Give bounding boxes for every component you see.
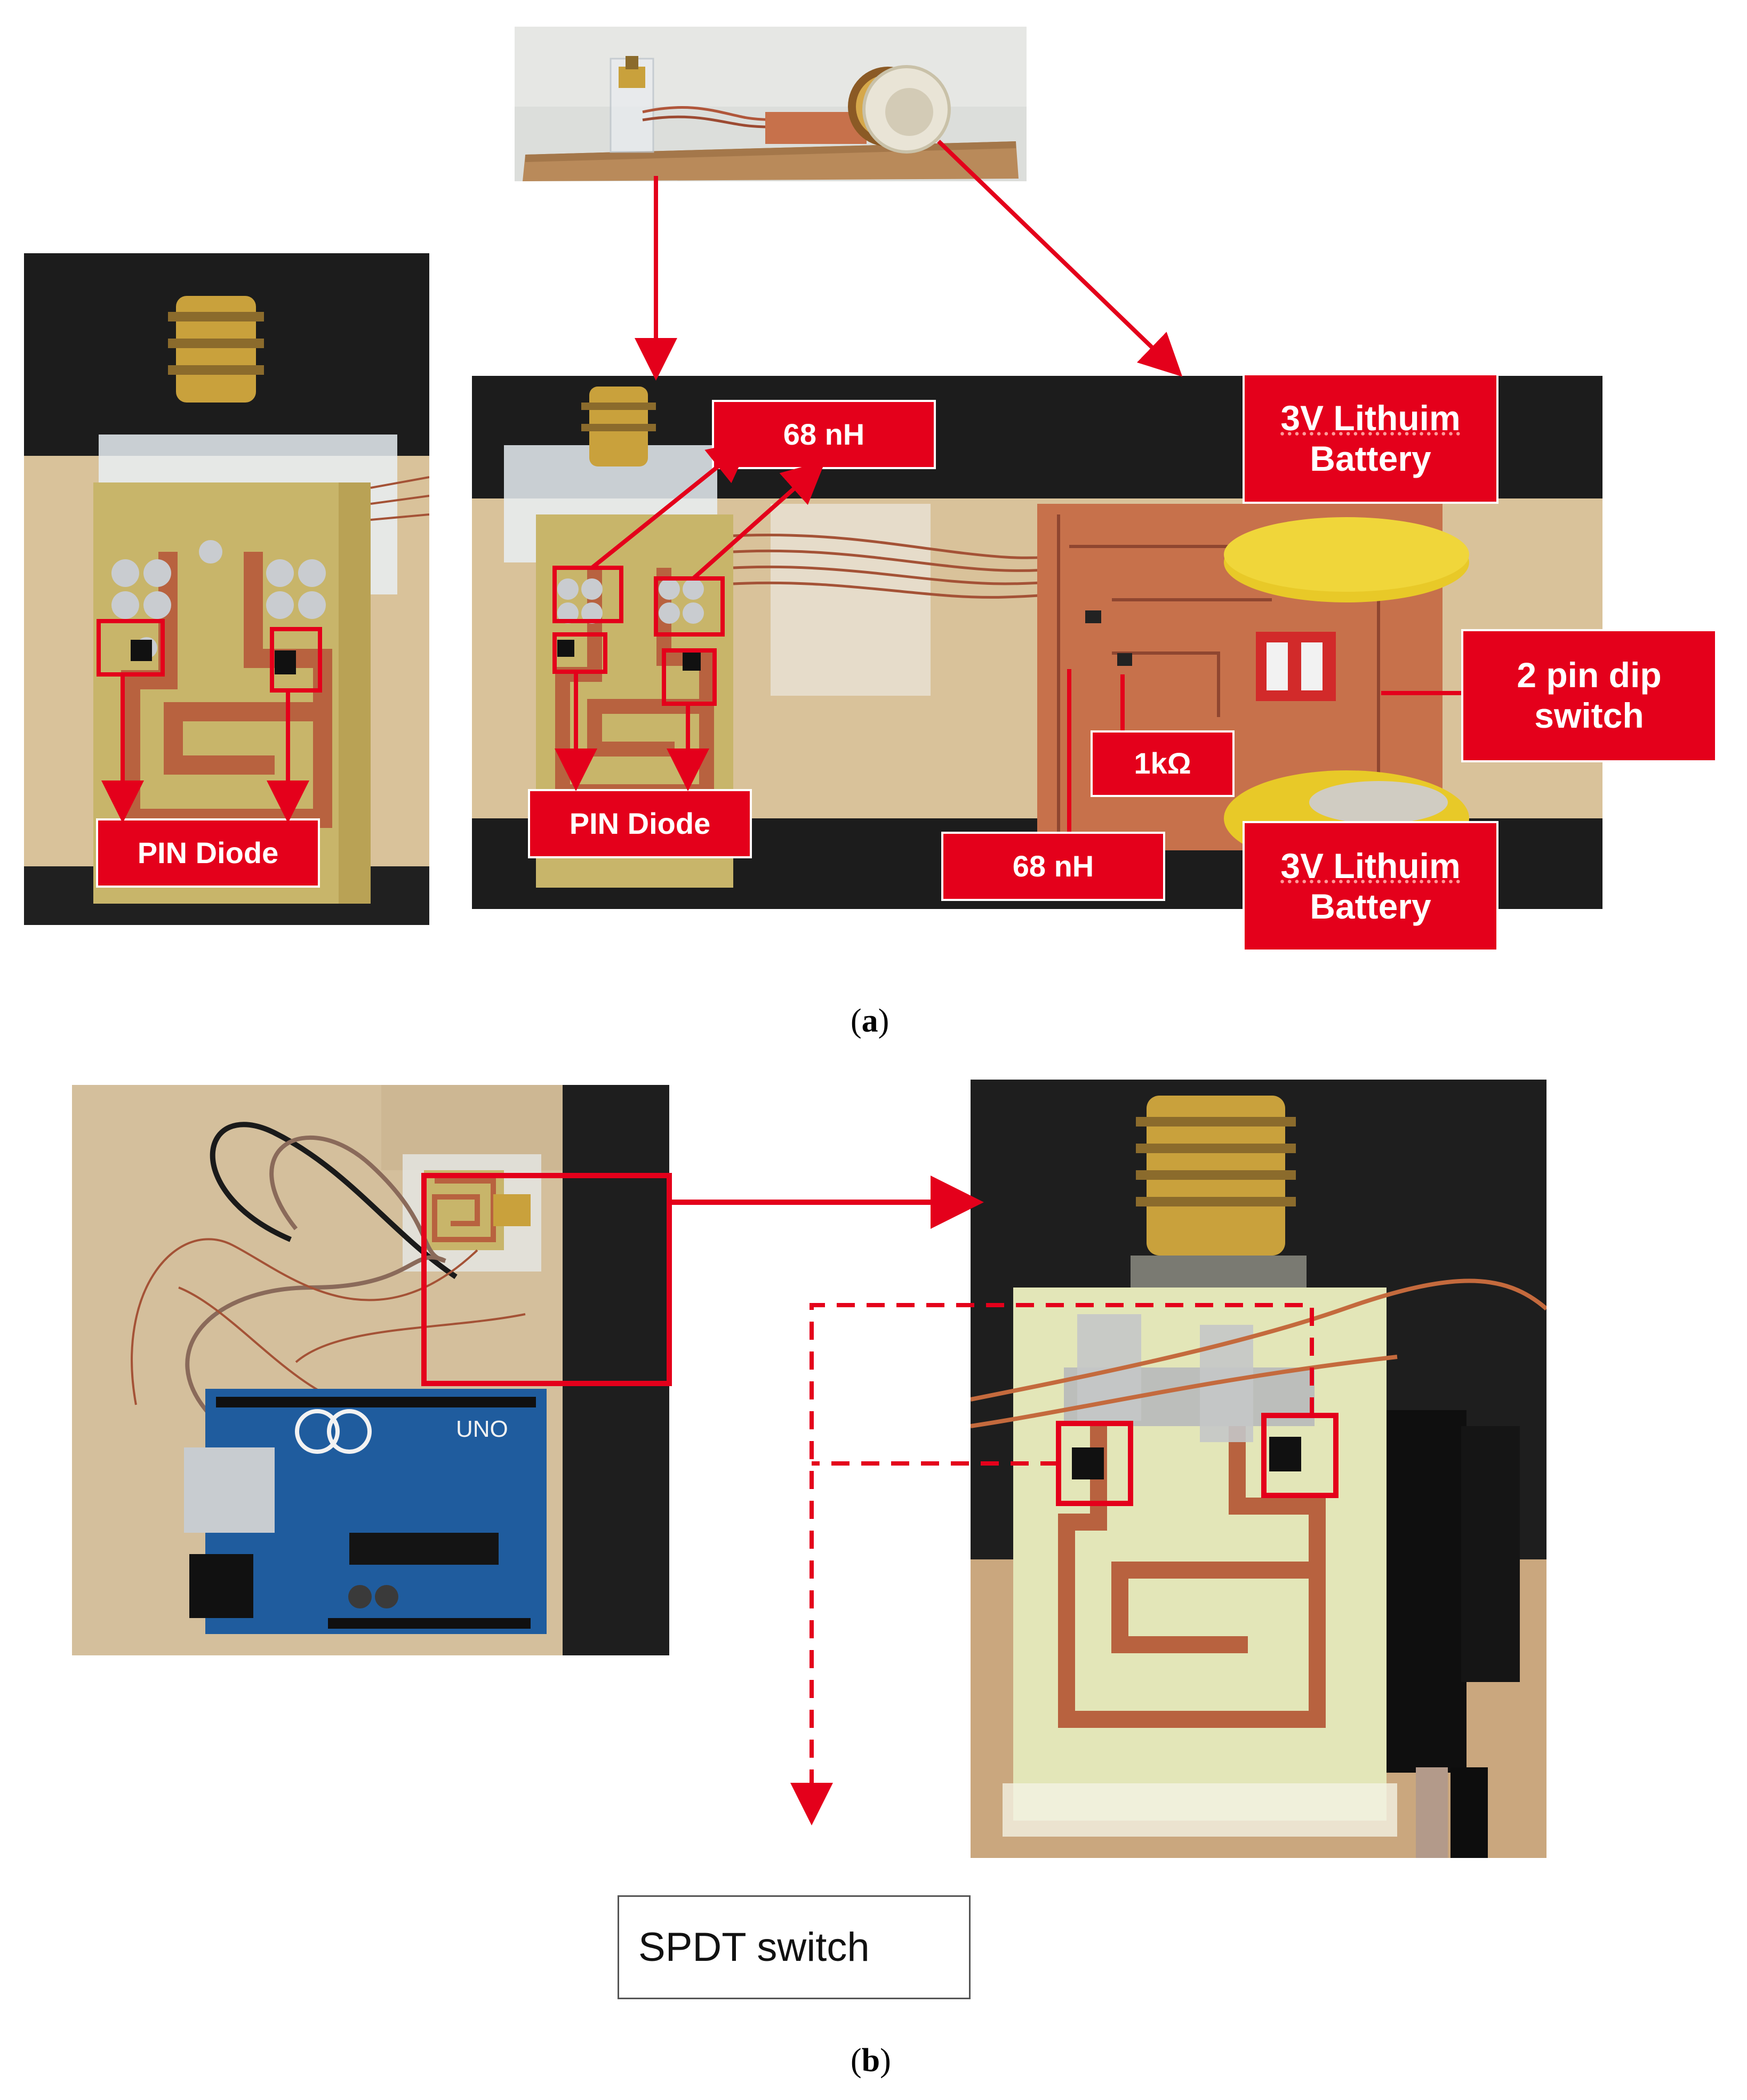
inductor-label-bottom: 68 nH <box>941 832 1165 901</box>
inductor-label-top: 68 nH <box>712 400 936 469</box>
battery-label-top-line2: Battery <box>1310 438 1431 478</box>
prototype-overview-photo <box>515 27 1027 181</box>
battery-label-top-line1: 3V Lithuim <box>1280 398 1461 438</box>
dip-switch-label-line2: switch <box>1534 696 1644 735</box>
spdt-closeup-photo <box>971 1080 1546 1858</box>
antenna-closeup-photo <box>24 253 429 925</box>
dip-switch-label-line1: 2 pin dip <box>1517 655 1662 695</box>
dip-switch-label: 2 pin dip switch <box>1461 629 1717 762</box>
spdt-switch-label: SPDT switch <box>618 1895 971 1999</box>
battery-label-top: 3V Lithuim Battery <box>1243 373 1498 504</box>
battery-label-bottom: 3V Lithuim Battery <box>1243 821 1498 952</box>
battery-label-bottom-line2: Battery <box>1310 886 1431 926</box>
battery-label-bottom-line1: 3V Lithuim <box>1280 846 1461 886</box>
pin-diode-label-right: PIN Diode <box>528 789 752 858</box>
arduino-setup-photo: UNO <box>72 1085 669 1655</box>
uno-board-text: UNO <box>456 1416 508 1442</box>
caption-b: (b) <box>851 2042 891 2079</box>
pin-diode-label-left: PIN Diode <box>96 818 320 888</box>
resistor-label: 1kΩ <box>1091 730 1235 797</box>
caption-a: (a) <box>851 1003 889 1039</box>
